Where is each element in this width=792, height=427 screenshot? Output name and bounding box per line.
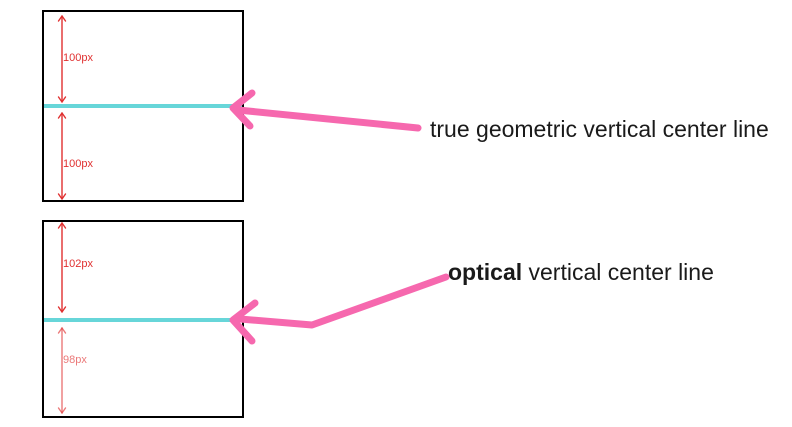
measure-label-top-1: 100px: [63, 52, 93, 64]
optical-center-label: optical vertical center line: [448, 258, 714, 287]
optical-center-label-bold: optical: [448, 259, 523, 285]
geometric-center-line: [44, 104, 242, 108]
measure-label-bottom-2: 98px: [63, 354, 87, 366]
pink-arrow-geometric: [229, 89, 422, 132]
measure-label-top-2: 102px: [63, 258, 93, 270]
measure-label-bottom-1: 100px: [63, 158, 93, 170]
optical-center-line: [44, 318, 242, 322]
geometric-center-label: true geometric vertical center line: [430, 116, 769, 142]
optical-center-label-rest: vertical center line: [522, 259, 714, 285]
pink-arrow-optical: [229, 273, 450, 345]
